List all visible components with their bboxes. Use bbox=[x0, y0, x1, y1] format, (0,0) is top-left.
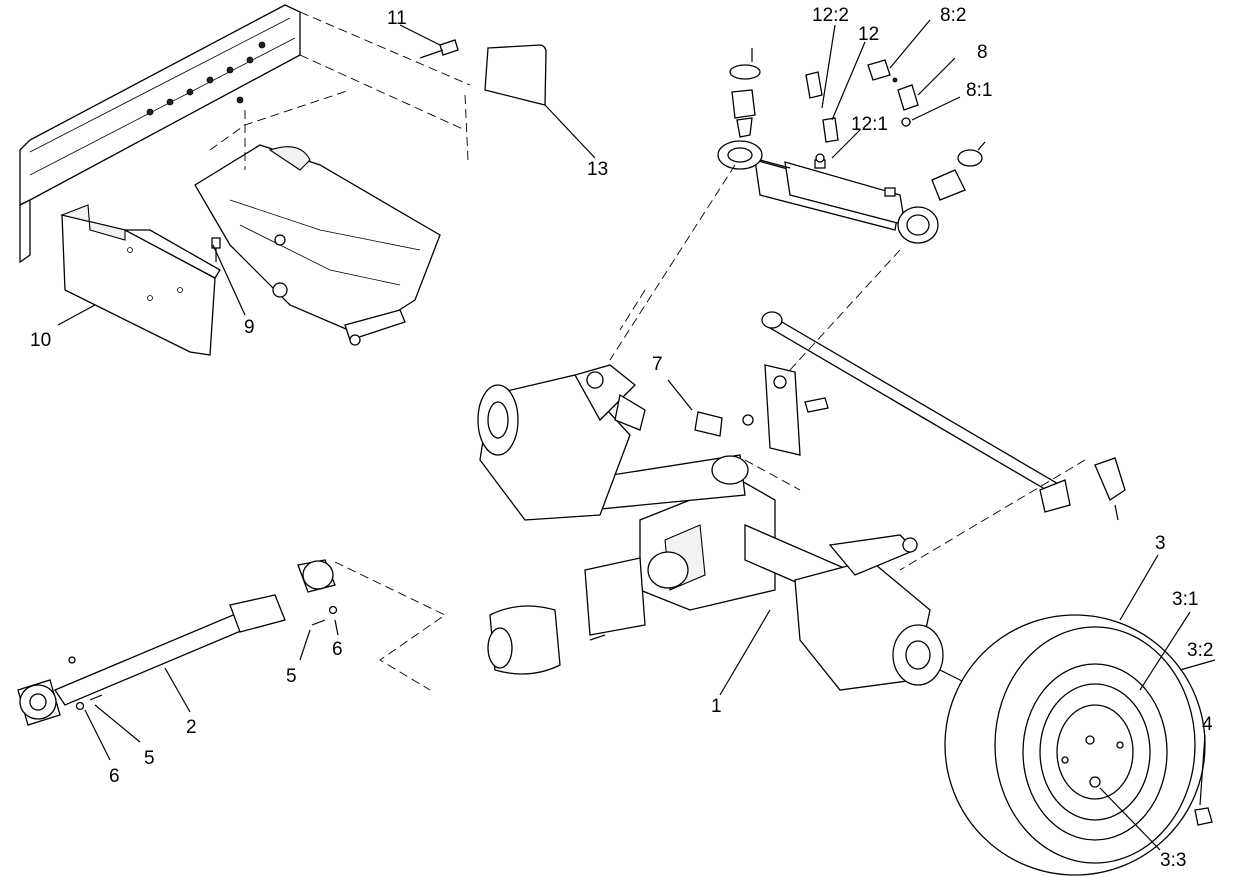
wheel-assembly-part-3 bbox=[944, 614, 1206, 876]
callout-7: 7 bbox=[652, 354, 663, 375]
callout-6-upper: 6 bbox=[332, 639, 343, 660]
callout-3-1: 3:1 bbox=[1172, 589, 1198, 610]
callout-11: 11 bbox=[387, 8, 407, 29]
ball-joint-left bbox=[729, 48, 761, 138]
callout-3-2: 3:2 bbox=[1187, 640, 1213, 661]
steering-cylinder bbox=[717, 140, 939, 244]
callout-6-lower: 6 bbox=[109, 766, 120, 787]
callout-2: 2 bbox=[186, 717, 197, 738]
tie-rod bbox=[761, 311, 1126, 521]
callout-1: 1 bbox=[711, 696, 722, 717]
callout-3: 3 bbox=[1155, 533, 1166, 554]
bolt-part-11 bbox=[419, 39, 459, 59]
callout-3-3: 3:3 bbox=[1160, 850, 1186, 871]
callout-12-1: 12:1 bbox=[851, 114, 888, 135]
callout-5-lower: 5 bbox=[144, 748, 155, 769]
counterweight-part-10 bbox=[60, 204, 221, 356]
callout-leaders bbox=[57, 19, 1216, 851]
ball-joint-right bbox=[931, 141, 986, 201]
steering-bracket bbox=[742, 364, 829, 456]
callout-12: 12 bbox=[858, 24, 879, 45]
leader-dashes bbox=[334, 164, 1086, 691]
callout-10: 10 bbox=[30, 330, 51, 351]
callout-12-2: 12:2 bbox=[812, 5, 849, 26]
callout-8-1: 8:1 bbox=[966, 80, 992, 101]
callout-4: 4 bbox=[1202, 714, 1213, 735]
lug-nut-part-4 bbox=[1194, 807, 1213, 826]
frame-rail bbox=[19, 4, 471, 264]
fitting-part-8 bbox=[867, 59, 919, 127]
axle-mount-bracket bbox=[194, 89, 441, 346]
callout-labels: 11 13 9 10 12:2 12 12:1 8:2 8 8:1 7 1 2 … bbox=[30, 5, 1213, 871]
callout-13: 13 bbox=[587, 159, 608, 180]
fitting-part-12 bbox=[805, 71, 839, 163]
front-axle-assembly bbox=[477, 364, 971, 691]
driveshaft-part-2 bbox=[17, 559, 336, 726]
decal-part-7 bbox=[694, 411, 723, 437]
callout-8-2: 8:2 bbox=[940, 5, 966, 26]
callout-8: 8 bbox=[977, 42, 988, 63]
decal-part-13 bbox=[484, 44, 547, 106]
callout-5-upper: 5 bbox=[286, 666, 297, 687]
callout-9: 9 bbox=[244, 317, 255, 338]
bolt-nut-parts-5-6 bbox=[75, 605, 338, 711]
